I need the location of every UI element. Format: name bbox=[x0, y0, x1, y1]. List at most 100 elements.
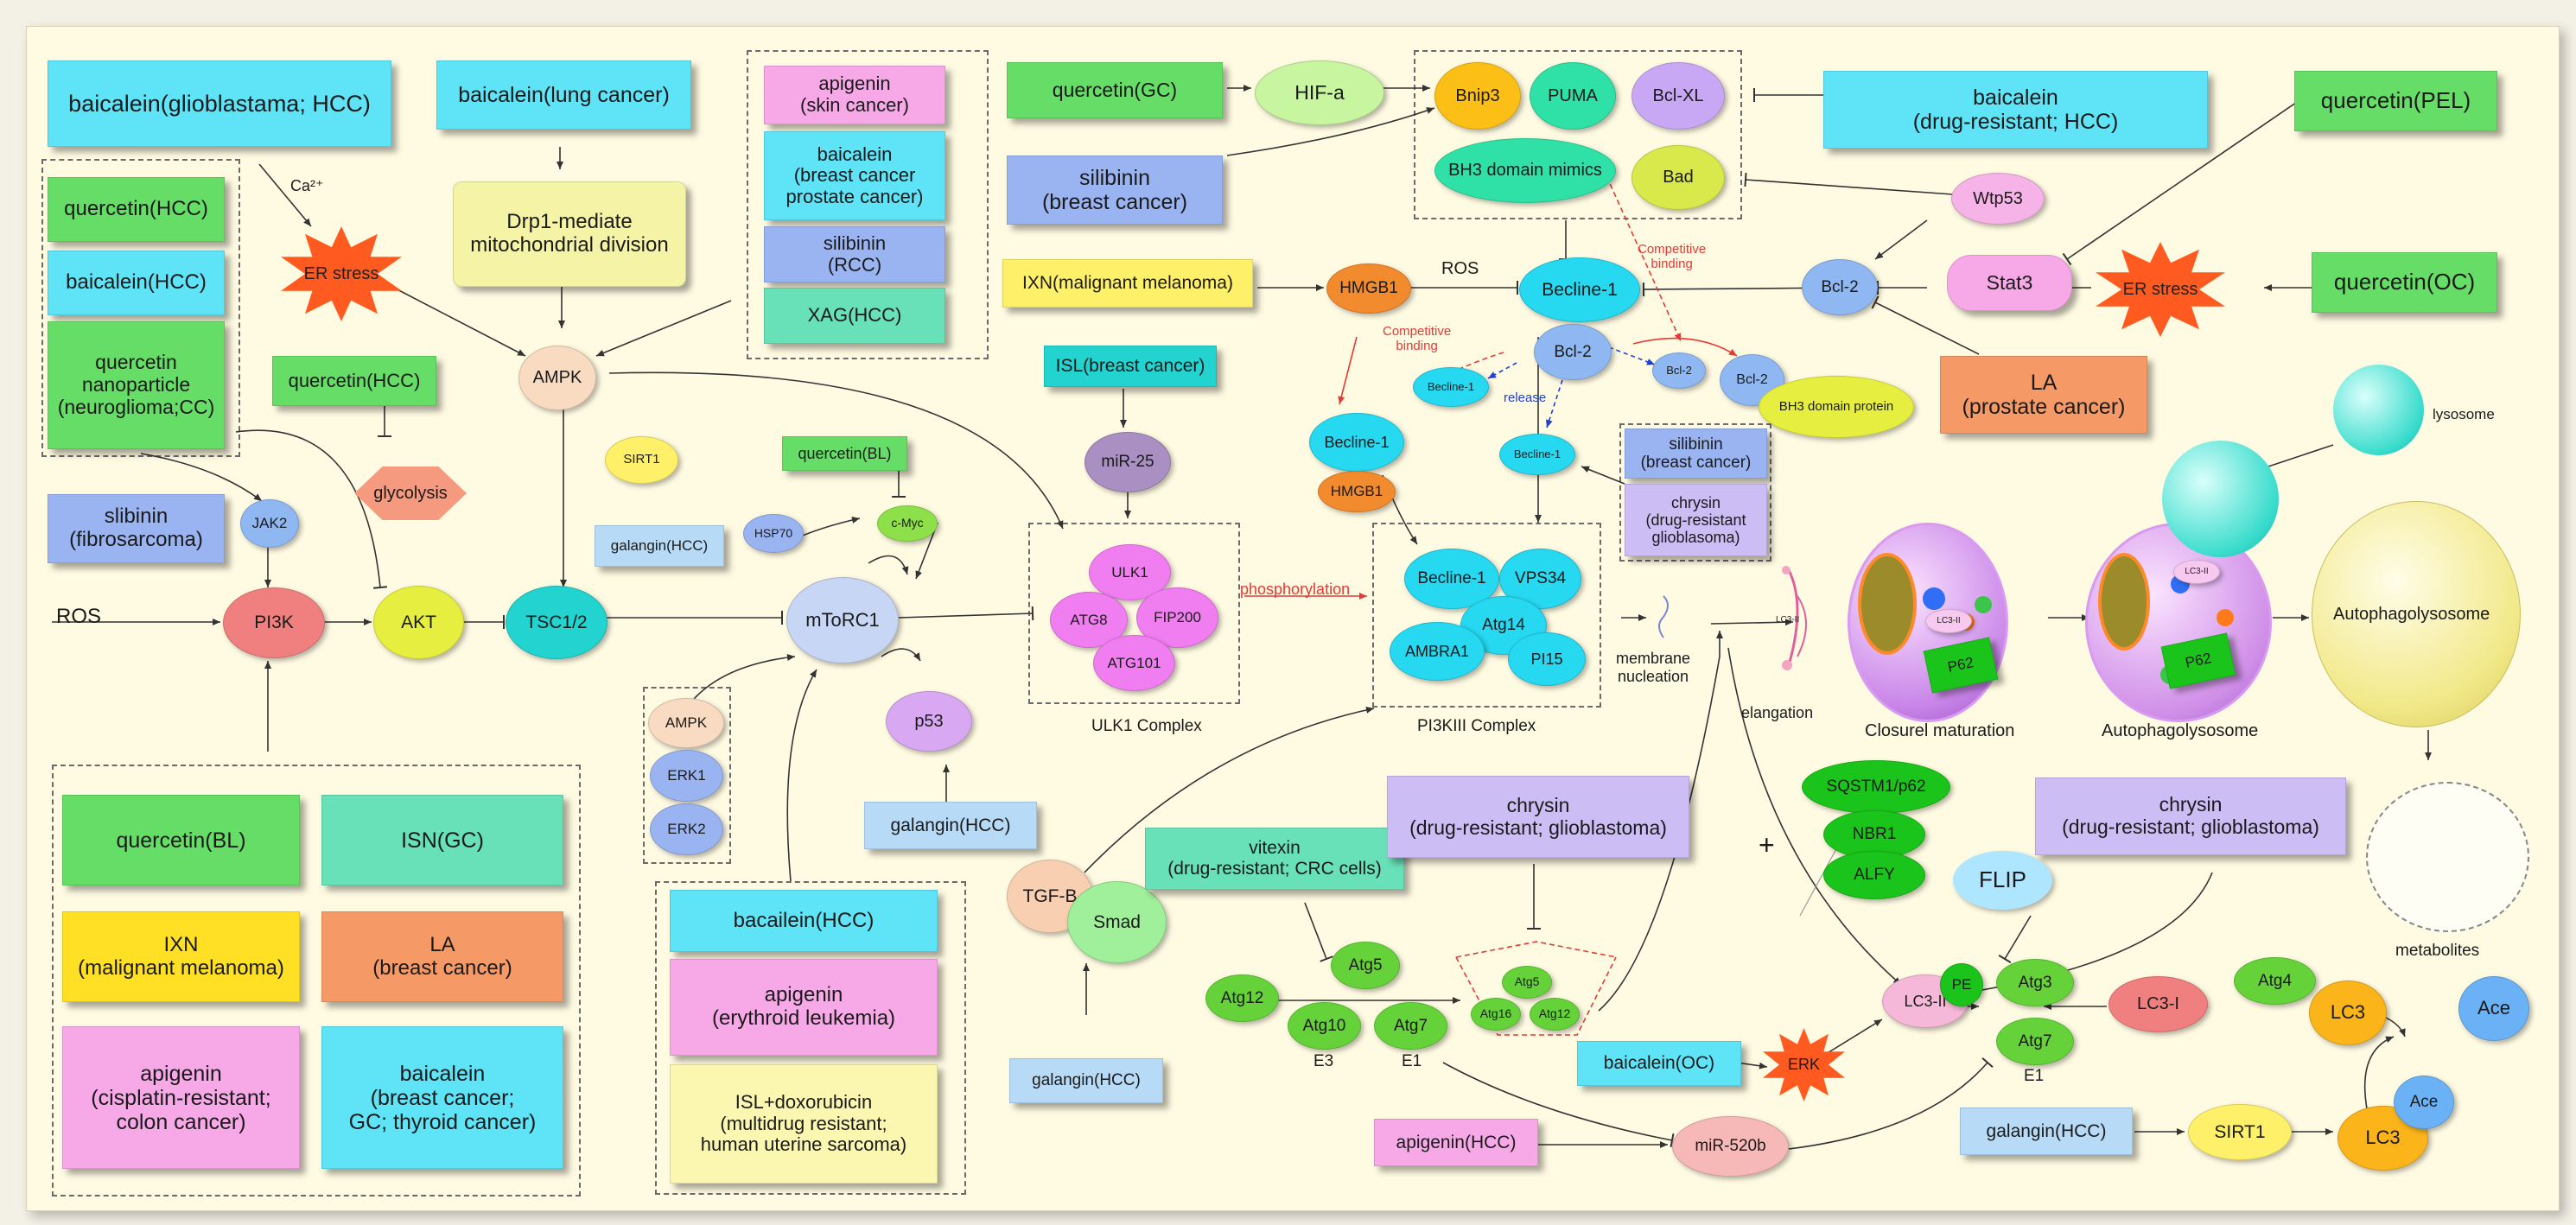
smad: Smad bbox=[1067, 881, 1167, 963]
baicalein-hcc: baicalein(HCC) bbox=[48, 251, 225, 315]
silibinin-breast-cancer-2: silibinin (breast cancer) bbox=[1625, 428, 1767, 479]
ulk1-complex-label: ULK1 Complex bbox=[1091, 717, 1202, 735]
atg12: Atg12 bbox=[1205, 974, 1279, 1022]
la-breast-cancer: LA (breast cancer) bbox=[321, 911, 563, 1002]
erk1: ERK1 bbox=[650, 750, 723, 802]
vitexin-crc: vitexin (drug-resistant; CRC cells) bbox=[1145, 828, 1404, 890]
baicalein-breast-gc-thyroid: baicalein (breast cancer; GC; thyroid ca… bbox=[321, 1026, 563, 1169]
drp1-mitochondrial-division: Drp1-mediate mitochondrial division bbox=[453, 181, 686, 287]
ros-1: ROS bbox=[1441, 259, 1479, 278]
autophagolysosome-label: Autophagolysosome bbox=[2102, 721, 2259, 740]
elangation-label: elangation bbox=[1741, 704, 1814, 721]
flip: FLIP bbox=[1953, 851, 2052, 910]
group-silibinin-chrysin bbox=[1619, 423, 1771, 562]
competitive-binding-1: Competitive binding bbox=[1638, 242, 1707, 272]
group-bcl2-family bbox=[1414, 50, 1742, 219]
lc3-i: LC3-I bbox=[2109, 976, 2208, 1032]
apigenin-skin-cancer: apigenin (skin cancer) bbox=[764, 66, 945, 124]
ampk-1: AMPK bbox=[518, 346, 596, 410]
hif-alpha: HIF-a bbox=[1255, 60, 1384, 125]
ambra1: AMBRA1 bbox=[1390, 622, 1485, 681]
ixn-malignant-melanoma: IXN(malignant melanoma) bbox=[1002, 259, 1253, 308]
mitochondrion-1 bbox=[1858, 553, 1917, 655]
group-left-inhibitors bbox=[41, 159, 240, 457]
quercetin-pel: quercetin(PEL) bbox=[2294, 71, 2497, 131]
calcium-label: Ca²⁺ bbox=[290, 177, 324, 194]
e1-label-1: E1 bbox=[1402, 1052, 1422, 1070]
bad: Bad bbox=[1631, 145, 1725, 210]
atg7-2: Atg7 bbox=[1996, 1018, 2074, 1065]
quercetin-oc: quercetin(OC) bbox=[2312, 252, 2497, 313]
apigenin-cisplatin-colon: apigenin (cisplatin-resistant; colon can… bbox=[62, 1026, 300, 1169]
closure-maturation-label: Closurel maturation bbox=[1865, 721, 2015, 740]
baicalein-glioblastoma-hcc: baicalein(glioblastama; HCC) bbox=[48, 60, 391, 147]
vps34: VPS34 bbox=[1499, 549, 1581, 609]
erk2: ERK2 bbox=[650, 803, 723, 855]
release-label: release bbox=[1504, 390, 1547, 405]
becline1-2: Becline-1 bbox=[1309, 413, 1404, 472]
lc3ii-vesicle-2: LC3-II bbox=[2173, 560, 2220, 584]
ampk-2: AMPK bbox=[648, 698, 724, 748]
mitochondrion-2 bbox=[2098, 553, 2150, 651]
phosphorylation-label: phosphorylation bbox=[1240, 581, 1351, 598]
ros-2: ROS bbox=[56, 605, 102, 628]
chrysin-glioblastoma-1: chrysin (drug-resistant glioblasoma) bbox=[1625, 484, 1767, 556]
pi3kiii-complex-label: PI3KIII Complex bbox=[1417, 717, 1536, 735]
galangin-hcc-3: galangin(HCC) bbox=[1009, 1058, 1163, 1103]
quercetin-bl-1: quercetin(BL) bbox=[782, 436, 907, 471]
competitive-binding-2: Competitive binding bbox=[1383, 324, 1452, 354]
baicalein-breast-prostate: baicalein (breast cancer prostate cancer… bbox=[764, 131, 945, 220]
becline1-released: Becline-1 bbox=[1499, 434, 1575, 475]
isn-gc: ISN(GC) bbox=[321, 795, 563, 885]
ixn-malignant-melanoma-2: IXN (malignant melanoma) bbox=[62, 911, 300, 1002]
tsc1-2: TSC1/2 bbox=[506, 586, 607, 659]
quercetin-gc: quercetin(GC) bbox=[1007, 62, 1223, 118]
pe: PE bbox=[1940, 963, 1983, 1006]
silibinin-fibrosarcoma: slibinin (fibrosarcoma) bbox=[48, 494, 225, 563]
lc3: LC3 bbox=[2309, 981, 2387, 1045]
e3-label: E3 bbox=[1313, 1052, 1334, 1070]
bh3-domain-protein: BH3 domain protein bbox=[1759, 376, 1914, 438]
bcl2-blue: Bcl-2 bbox=[1720, 354, 1784, 406]
quercetin-hcc-1: quercetin(HCC) bbox=[48, 177, 225, 242]
galangin-hcc-1: galangin(HCC) bbox=[595, 525, 724, 567]
atg5-triangle: Atg5 bbox=[1502, 966, 1552, 999]
stat3: Stat3 bbox=[1947, 255, 2072, 311]
membrane-nucleation-label: membrane nucleation bbox=[1616, 650, 1691, 685]
mtorc1: mToRC1 bbox=[786, 577, 899, 663]
mir-520b: miR-520b bbox=[1672, 1116, 1789, 1177]
atg5: Atg5 bbox=[1331, 942, 1400, 989]
hmgb1-1: HMGB1 bbox=[1326, 263, 1411, 314]
baicalein-oc: baicalein(OC) bbox=[1577, 1041, 1741, 1086]
alfy: ALFY bbox=[1823, 851, 1925, 899]
metabolites-label: metabolites bbox=[2395, 942, 2480, 960]
lysosome-label: lysosome bbox=[2433, 406, 2495, 422]
group-pi3k-complex bbox=[1372, 523, 1601, 708]
plus-sign: + bbox=[1759, 829, 1775, 860]
group-bottom-middle bbox=[655, 881, 966, 1195]
c-myc: c-Myc bbox=[877, 505, 938, 542]
atg16-triangle: Atg16 bbox=[1471, 998, 1521, 1031]
apigenin-hcc: apigenin(HCC) bbox=[1374, 1119, 1538, 1166]
jak2: JAK2 bbox=[240, 499, 299, 548]
bcl2-mid: Bcl-2 bbox=[1534, 324, 1612, 380]
quercetin-bl-2: quercetin(BL) bbox=[62, 795, 300, 885]
chrysin-glioblastoma-3: chrysin (drug-resistant; glioblastoma) bbox=[2035, 778, 2346, 855]
vesicle-dot-5 bbox=[2217, 609, 2234, 626]
metabolites-circle bbox=[2366, 782, 2529, 932]
group-ampk-erk bbox=[643, 687, 731, 864]
hsp70: HSP70 bbox=[743, 514, 804, 553]
becline1-small-left: Becline-1 bbox=[1413, 367, 1489, 407]
silibinin-breast-cancer: silibinin (breast cancer) bbox=[1007, 156, 1223, 225]
bcl2-small: Bcl-2 bbox=[1652, 352, 1706, 389]
ace-1: Ace bbox=[2458, 976, 2529, 1041]
atg10: Atg10 bbox=[1288, 1002, 1361, 1050]
sirt1-2: SIRT1 bbox=[2188, 1104, 2292, 1160]
ace-2: Ace bbox=[2394, 1076, 2454, 1129]
autophagolysosome-sphere bbox=[2312, 501, 2521, 727]
la-prostate-cancer: LA (prostate cancer) bbox=[1940, 356, 2147, 434]
xag-hcc: XAG(HCC) bbox=[764, 288, 945, 344]
pi3k: PI3K bbox=[223, 587, 325, 658]
